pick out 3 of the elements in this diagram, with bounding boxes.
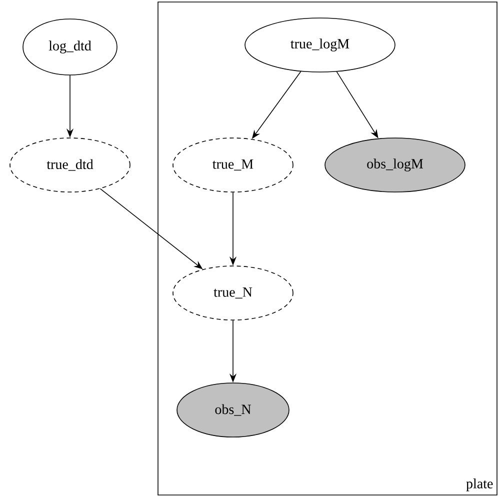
ellipse-node: true_logM — [244, 18, 396, 72]
ellipse-node: log_dtd — [22, 18, 118, 76]
plate-label: plate — [466, 478, 493, 492]
